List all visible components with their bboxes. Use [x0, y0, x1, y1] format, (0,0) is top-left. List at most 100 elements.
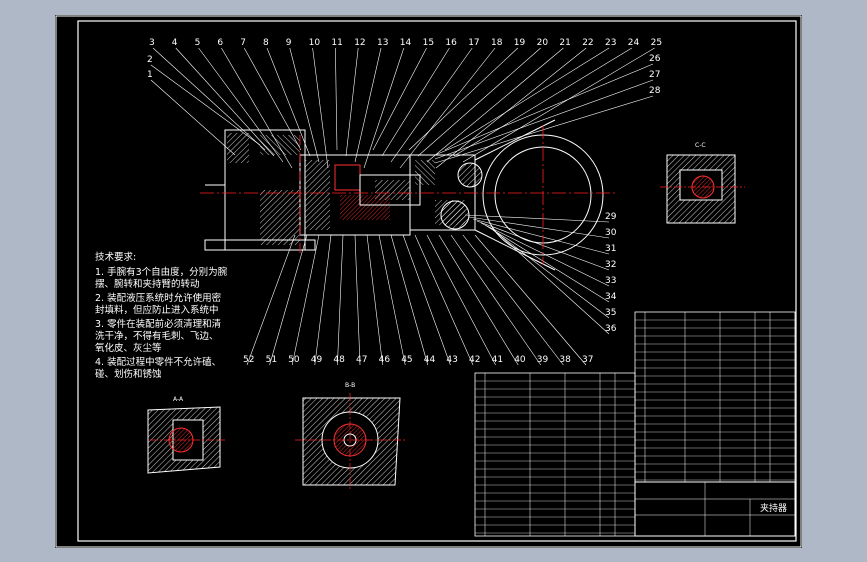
balloon-7: 7 [240, 38, 246, 48]
leader-line [435, 47, 587, 169]
title-block: 夹持器 [634, 481, 796, 537]
balloon-38: 38 [559, 355, 571, 365]
balloon-31: 31 [605, 244, 616, 254]
balloon-40: 40 [514, 355, 526, 365]
tech-line-2: 摆、腕转和夹持臂的转动 [95, 278, 200, 290]
leader-line [266, 47, 311, 157]
balloon-51: 51 [266, 355, 277, 365]
leader-line [246, 234, 296, 366]
balloon-49: 49 [311, 355, 323, 365]
leader-line [335, 47, 338, 151]
leader-line [390, 234, 429, 366]
leader-lines [150, 47, 655, 366]
leader-line [462, 234, 564, 366]
tech-line-5: 3. 零件在装配前必须清理和清 [95, 318, 222, 330]
tech-line-3: 2. 装配液压系统时允许使用密 [95, 292, 222, 304]
outer-border [55, 15, 802, 548]
balloon-22: 22 [582, 38, 593, 48]
leader-line [399, 47, 496, 169]
technical-requirements: 技术要求: 1. 手腕有3个自由度，分别为腕 摆、腕转和夹持臂的转动 2. 装配… [95, 251, 228, 380]
leader-line [484, 224, 610, 303]
section-c-c-view: C-C [660, 142, 745, 224]
balloon-41: 41 [492, 355, 503, 365]
leader-line [337, 234, 344, 366]
leader-line [372, 47, 427, 151]
leader-line [381, 47, 450, 157]
tech-line-9: 碰、划伤和锈蚀 [95, 368, 162, 380]
section-a-a-label: A-A [173, 396, 184, 403]
leader-line [291, 234, 320, 366]
balloon-21: 21 [559, 38, 570, 48]
balloon-37: 37 [582, 355, 593, 365]
leader-line [390, 47, 473, 163]
balloon-46: 46 [379, 355, 391, 365]
balloon-26: 26 [649, 54, 661, 64]
leader-line [363, 47, 405, 169]
balloon-27: 27 [649, 70, 660, 80]
leader-line [366, 234, 383, 366]
drawing-sheet: A-A B-B C-C [55, 15, 802, 548]
balloon-10: 10 [309, 38, 321, 48]
inner-border [77, 20, 797, 542]
balloon-1: 1 [147, 70, 153, 80]
drawing-title: 夹持器 [760, 502, 787, 514]
parts-list-lower [474, 372, 636, 537]
leader-line [150, 79, 236, 156]
tech-line-4: 封填料，但应防止进入系统中 [95, 304, 219, 316]
balloon-12: 12 [354, 38, 365, 48]
leader-line [345, 47, 359, 157]
balloon-5: 5 [195, 38, 201, 48]
leader-line [453, 47, 632, 157]
balloon-18: 18 [491, 38, 503, 48]
balloon-2: 2 [147, 55, 153, 65]
balloon-47: 47 [356, 355, 367, 365]
balloon-24: 24 [628, 38, 640, 48]
leader-line [402, 234, 451, 366]
tech-line-7: 氧化皮、灰尘等 [95, 342, 162, 354]
balloon-44: 44 [424, 355, 436, 365]
leader-line [464, 214, 610, 223]
leader-line [434, 95, 654, 164]
balloon-13: 13 [377, 38, 388, 48]
leader-line [408, 47, 519, 151]
balloon-9: 9 [286, 38, 292, 48]
parts-list-upper [634, 311, 796, 483]
leader-line [492, 228, 610, 335]
balloon-3: 3 [149, 38, 155, 48]
section-c-c-label: C-C [695, 142, 706, 149]
section-a-a-view: A-A [147, 396, 225, 474]
balloon-8: 8 [263, 38, 269, 48]
leader-line [444, 47, 610, 151]
balloon-48: 48 [333, 355, 345, 365]
leader-line [314, 234, 332, 366]
balloon-42: 42 [469, 355, 480, 365]
balloon-23: 23 [605, 38, 616, 48]
leader-line [354, 234, 361, 366]
balloon-14: 14 [400, 38, 412, 48]
leader-line [312, 47, 329, 169]
leader-line [414, 234, 474, 366]
main-assembly-view [200, 119, 615, 271]
leader-line [378, 234, 406, 366]
leader-line [243, 47, 302, 151]
balloon-43: 43 [446, 355, 457, 365]
leader-line [474, 234, 587, 366]
balloon-6: 6 [217, 38, 223, 48]
tech-line-1: 1. 手腕有3个自由度，分别为腕 [95, 266, 228, 278]
balloon-16: 16 [445, 38, 457, 48]
leader-line [289, 47, 320, 163]
leader-line [426, 47, 564, 163]
tech-line-6: 洗干净，不得有毛刺、飞边、 [95, 330, 219, 342]
leader-line [417, 47, 541, 157]
balloon-36: 36 [605, 324, 617, 334]
balloon-35: 35 [605, 308, 616, 318]
balloon-19: 19 [514, 38, 526, 48]
leader-line [488, 226, 610, 319]
balloon-17: 17 [468, 38, 479, 48]
balloon-45: 45 [401, 355, 412, 365]
leader-line [269, 234, 308, 366]
leader-line [462, 47, 655, 163]
leader-line [450, 234, 542, 366]
leader-line [468, 216, 610, 239]
